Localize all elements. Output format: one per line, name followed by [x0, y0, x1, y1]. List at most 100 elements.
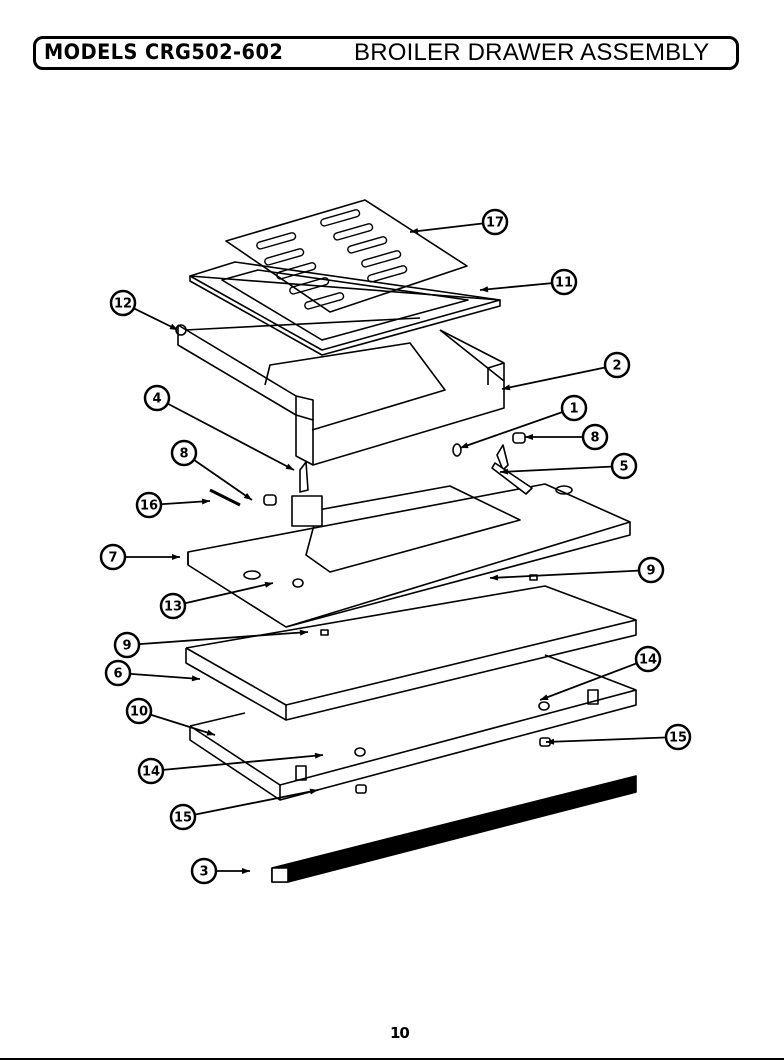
hinge-left-part-4: [291, 461, 323, 527]
callout-2: 2: [501, 351, 631, 391]
callout-label: 1: [569, 402, 578, 417]
nut-part-8-right: [512, 432, 526, 444]
page-number: 10: [390, 1024, 410, 1042]
callout-circle: [137, 757, 165, 785]
leader-line: [117, 672, 201, 680]
callout-label: 6: [113, 667, 122, 682]
callout-circle: [170, 439, 198, 467]
arrowhead-icon: [191, 675, 200, 682]
bottom-rule: [0, 1058, 784, 1060]
callout-16: 16: [135, 491, 211, 519]
arrowhead-icon: [201, 498, 210, 505]
drawer-pan-part-7: [187, 483, 631, 628]
callout-8: 8: [525, 423, 609, 451]
callout-12: 12: [109, 289, 179, 331]
callout-4: 4: [143, 384, 295, 471]
leader-line: [539, 658, 649, 701]
callout-circle: [634, 645, 662, 673]
callout-14: 14: [137, 752, 324, 785]
arrowhead-icon: [525, 434, 533, 440]
callout-label: 3: [199, 865, 208, 880]
callout-circle: [190, 857, 218, 885]
diagram-title: BROILER DRAWER ASSEMBLY: [354, 39, 710, 66]
leader-line: [183, 452, 253, 501]
leader-line: [172, 582, 274, 607]
callout-circle: [169, 803, 197, 831]
callout-17: 17: [409, 208, 509, 236]
leader-line: [126, 631, 309, 646]
callout-6: 6: [104, 659, 201, 687]
bottom-pan-part-10: [189, 654, 637, 801]
callout-label: 14: [639, 653, 657, 668]
leader-line: [150, 754, 324, 772]
callout-9: 9: [489, 556, 665, 584]
callout-label: 9: [122, 639, 131, 654]
callout-circle: [581, 423, 609, 451]
hinge-right-part-5: [491, 444, 533, 495]
callout-circle: [104, 659, 132, 687]
arrowhead-icon: [309, 788, 318, 795]
leader-line: [489, 569, 652, 579]
insulation-panel-part-6: [185, 585, 637, 721]
callout-label: 8: [590, 431, 599, 446]
callout-1: 1: [459, 394, 588, 449]
callout-circle: [481, 208, 509, 236]
models-label: MODELS CRG502-602: [44, 40, 284, 64]
arrowhead-icon: [500, 468, 509, 475]
leader-line: [138, 710, 216, 736]
callout-7: 7: [99, 543, 180, 571]
spring-part-16: [209, 488, 241, 507]
callout-label: 11: [555, 276, 573, 291]
arrowhead-icon: [169, 323, 178, 330]
callout-circle: [135, 491, 163, 519]
arrowhead-icon: [546, 738, 555, 745]
leader-line: [501, 364, 618, 390]
arrowhead-icon: [242, 868, 250, 874]
callout-label: 9: [646, 564, 655, 579]
callout-circle: [159, 592, 187, 620]
gasket-strip-part-3: [271, 775, 637, 883]
arrowhead-icon: [264, 581, 273, 588]
callout-circle: [603, 351, 631, 379]
callout-15: 15: [545, 723, 692, 751]
callout-label: 14: [142, 765, 160, 780]
screw-part-1: [452, 443, 462, 457]
callout-label: 2: [612, 359, 621, 374]
arrowhead-icon: [410, 228, 419, 235]
callout-circle: [125, 697, 153, 725]
callout-15: 15: [169, 788, 319, 831]
callout-8: 8: [170, 439, 253, 501]
callout-11: 11: [479, 268, 578, 296]
callout-label: 8: [179, 447, 188, 462]
nut-part-8-left: [263, 494, 277, 506]
leader-line: [182, 789, 319, 818]
arrowhead-icon: [502, 384, 511, 391]
arrowhead-icon: [299, 629, 308, 636]
callout-13: 13: [159, 581, 274, 620]
callout-3: 3: [190, 857, 250, 885]
arrowhead-icon: [285, 463, 294, 470]
callout-circle: [109, 289, 137, 317]
screw-part-13: [292, 578, 304, 588]
callout-circle: [99, 543, 127, 571]
callout-label: 15: [669, 731, 687, 746]
nut-part-15: [355, 737, 551, 794]
callout-label: 4: [152, 392, 161, 407]
callout-label: 13: [164, 600, 182, 615]
leader-line: [459, 407, 575, 449]
screw-part-14: [354, 701, 550, 757]
callout-label: 16: [140, 499, 158, 514]
arrowhead-icon: [172, 554, 180, 560]
callout-14: 14: [539, 645, 662, 701]
callout-9: 9: [113, 629, 309, 659]
callout-circle: [637, 556, 665, 584]
callout-label: 10: [130, 705, 148, 720]
callout-label: 15: [174, 811, 192, 826]
callout-circle: [610, 452, 638, 480]
arrowhead-icon: [480, 286, 489, 293]
arrowhead-icon: [490, 574, 499, 581]
callout-circle: [560, 394, 588, 422]
arrowhead-icon: [314, 752, 323, 759]
